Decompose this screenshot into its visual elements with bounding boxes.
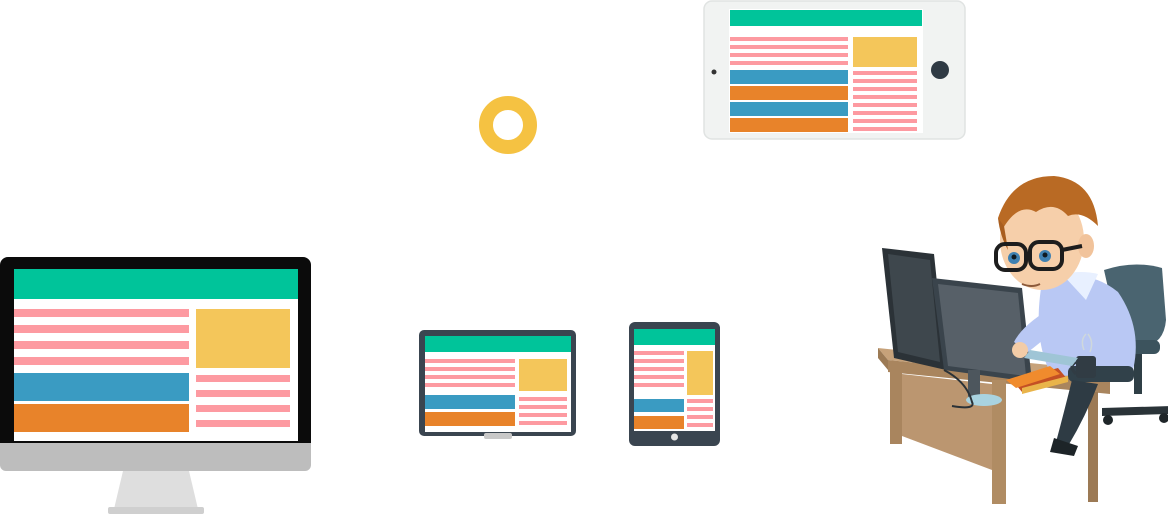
tablet-landscape — [703, 0, 966, 140]
laptop — [419, 330, 576, 439]
tablet-portrait — [629, 322, 720, 446]
monitor-pink-lines — [14, 309, 189, 365]
ring-icon — [479, 96, 537, 154]
desktop-monitor — [0, 257, 311, 514]
developer-illustration — [878, 176, 1168, 504]
